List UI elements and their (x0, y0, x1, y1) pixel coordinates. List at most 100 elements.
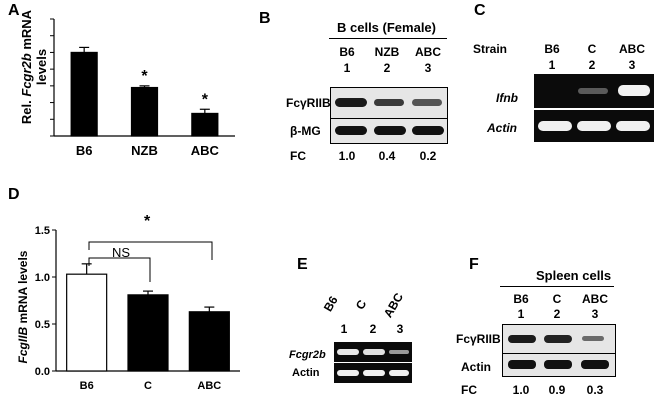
panel-d-y-tick-label: 1.5 (35, 225, 50, 237)
panel-f-fc-3: 0.3 (586, 383, 604, 397)
panel-e-band-label-1: Fcgr2b (289, 349, 326, 361)
panel-f-lane-num-3: 3 (591, 307, 599, 321)
panel-letter-c: C (474, 2, 486, 19)
panel-letter-b: B (259, 10, 271, 27)
panel-a-bar-b6 (70, 51, 98, 137)
panel-f-lane-1: B6 (513, 292, 529, 306)
panel-c-strain-label: Strain (473, 42, 508, 56)
panel-e-lane-num-2: 2 (369, 322, 377, 336)
panel-b-fc-3: 0.2 (419, 149, 437, 163)
panel-d-y-tick-label: 0.5 (35, 319, 50, 331)
panel-f-title: Spleen cells (536, 268, 612, 283)
panel-b-title-rule (329, 38, 447, 39)
band (389, 370, 409, 376)
panel-d-x-tick-label: ABC (197, 380, 221, 392)
panel-f-fc-label: FC (461, 383, 477, 397)
band (544, 360, 572, 369)
panel-c-gel-actin (534, 110, 654, 142)
panel-d-sig-label: * (144, 213, 151, 230)
panel-d-x-tick-label: C (144, 380, 152, 392)
panel-c-band-label-2: Actin (487, 121, 517, 135)
panel-c-lane-3: ABC (619, 42, 645, 56)
panel-b-blot-fcgriib (330, 87, 448, 119)
panel-a-significance-star: * (202, 91, 209, 108)
band (337, 370, 359, 376)
panel-b-fc-1: 1.0 (338, 149, 356, 163)
panel-a-chart: B6 * NZB * ABC (50, 18, 235, 158)
band (363, 349, 385, 355)
band (616, 121, 650, 131)
panel-f-lane-3: ABC (582, 292, 608, 306)
panel-b-lane-num-2: 2 (383, 61, 391, 75)
panel-d-x-tick-label: B6 (80, 380, 94, 392)
panel-a-x-tick-label: ABC (191, 143, 220, 158)
panel-e-lane-3: ABC (380, 290, 406, 320)
panel-e-lane-num-1: 1 (340, 322, 348, 336)
panel-e-lane-num-3: 3 (396, 322, 404, 336)
bracket-b6-abc (88, 241, 213, 260)
panel-b-fc-label: FC (290, 149, 306, 163)
panel-a-bar-nzb (130, 86, 159, 137)
significance-brackets (88, 241, 213, 282)
panel-e-lane-1: B6 (320, 293, 341, 314)
bracket-b6-c (88, 257, 151, 282)
panel-c-lane-num-2: 2 (588, 58, 596, 72)
panel-e-gel-fcgr2b (334, 342, 412, 362)
band (538, 121, 572, 131)
band (374, 99, 404, 106)
panel-e-band-label-2: Actin (292, 367, 320, 379)
band (374, 126, 406, 135)
panel-f-band-label-2: Actin (461, 360, 491, 374)
panel-c-gel-ifnb (534, 74, 654, 108)
panel-b-band-label-1: FcγRIIB (286, 96, 331, 110)
panel-a-x-tick-label: NZB (131, 143, 158, 158)
panel-c-lane-1: B6 (544, 42, 560, 56)
band (618, 85, 650, 96)
panel-f-title-rule (500, 286, 614, 287)
band (335, 126, 367, 135)
panel-b-blot-bmg (330, 118, 448, 144)
panel-d-bar-abc (188, 311, 230, 372)
panel-b-lane-1: B6 (339, 45, 355, 59)
panel-b-lane-3: ABC (415, 45, 441, 59)
panel-b-title: B cells (Female) (337, 20, 436, 35)
panel-f-fc-1: 1.0 (512, 383, 530, 397)
panel-b-band-label-2: β-MG (290, 124, 321, 138)
panel-b-lane-2: NZB (374, 45, 400, 59)
band (412, 99, 442, 106)
panel-f-band-label-1: FcγRIIB (456, 332, 501, 346)
band (337, 349, 359, 355)
panel-f-blot-fcgriib (502, 324, 616, 354)
panel-f-lane-2: C (552, 292, 562, 306)
panel-f-lane-num-2: 2 (553, 307, 561, 321)
panel-d-y-tick-label: 0.0 (35, 366, 50, 378)
panel-letter-f: F (469, 256, 479, 273)
band (335, 98, 367, 107)
band (412, 126, 444, 135)
panel-c-lane-num-1: 1 (548, 58, 556, 72)
band (577, 121, 611, 131)
panel-e-gel-actin (334, 363, 412, 383)
panel-f-lane-num-1: 1 (517, 307, 525, 321)
panel-a-significance-star: * (141, 68, 148, 85)
panel-letter-d: D (8, 186, 20, 203)
panel-b-lane-num-3: 3 (424, 61, 432, 75)
band (508, 360, 536, 369)
band (544, 335, 572, 343)
panel-f-blot-actin (502, 353, 616, 377)
band (582, 336, 604, 341)
panel-b-lane-num-1: 1 (343, 61, 351, 75)
panel-b-fc-2: 0.4 (378, 149, 396, 163)
band (389, 350, 409, 354)
panel-a-bar-abc (191, 112, 219, 137)
band (581, 360, 609, 369)
panel-a-x-tick-label: B6 (76, 143, 93, 158)
panel-e-lane-2: C (352, 297, 370, 312)
panel-d-bar-b6 (66, 273, 108, 372)
band (363, 370, 385, 376)
band (508, 335, 536, 343)
panel-c-lane-2: C (587, 42, 597, 56)
panel-f-fc-2: 0.9 (548, 383, 566, 397)
panel-d-bar-c (127, 294, 169, 372)
